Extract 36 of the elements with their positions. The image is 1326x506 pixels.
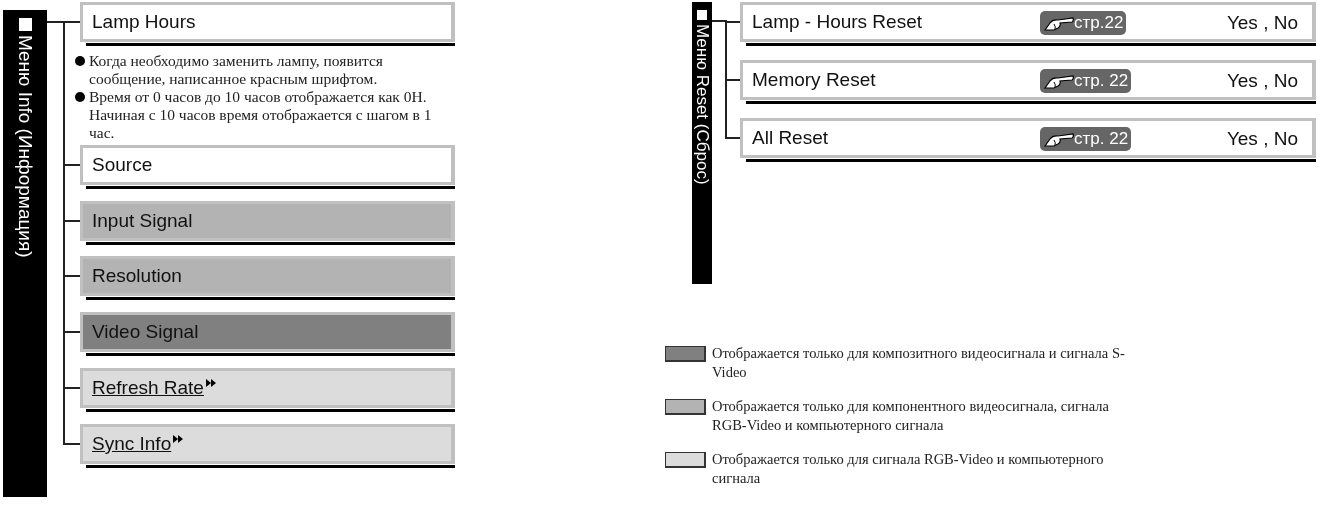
page-reference: стр. 22 — [1074, 129, 1129, 149]
legend-text: Отображается только для сигнала RGB-Video и компьютерного сигнала — [712, 450, 1105, 488]
menu-item-box — [80, 256, 455, 296]
connector-line — [711, 20, 741, 139]
menu-item-box — [80, 368, 455, 408]
menu-item-box — [80, 312, 455, 352]
menu-item-label: Refresh Rate — [92, 377, 204, 399]
menu-item-label: Input Signal — [92, 210, 193, 232]
menu-item-box — [80, 2, 455, 42]
legend-text: Отображается только для компонентного видеосигнала, сигнала RGB-Video и компьютерного сигнала — [712, 397, 1110, 435]
menu-title: Меню Reset (Сброс) — [693, 24, 711, 185]
menu-item-label: Resolution — [92, 265, 182, 287]
option-values: Yes , No — [1226, 12, 1298, 34]
menu-title: Меню Info (Информация) — [15, 35, 35, 258]
option-values: Yes , No — [1226, 70, 1298, 92]
page-reference: стр.22 — [1074, 13, 1124, 33]
note-text: Когда необходимо заменить лампу, появится сообщение, написанное красным шрифтом. — [89, 52, 383, 87]
page-reference: стр. 22 — [1074, 71, 1129, 91]
menu-item-box — [740, 2, 1316, 42]
legend-text: Отображается только для композитного видеосигнала и сигнала S-Video — [712, 344, 1126, 382]
menu-item-label: Lamp Hours — [92, 11, 196, 33]
menu-item-label: Video Signal — [92, 321, 199, 343]
menu-item-box — [80, 424, 455, 464]
menu-item-box — [80, 145, 455, 185]
note-text: Время от 0 часов до 10 часов отображается как 0H. Начиная с 10 часов время отображается с шагом в 1 час. — [89, 88, 432, 141]
menu-item-label: All Reset — [752, 127, 829, 149]
menu-item-label: Memory Reset — [752, 69, 876, 91]
menu-title-bar — [692, 2, 712, 284]
menu-item-label: Lamp - Hours Reset — [752, 11, 922, 33]
menu-item-box — [740, 60, 1316, 100]
menu-item-box — [740, 118, 1316, 158]
menu-item-label: Sync Info — [92, 433, 172, 455]
menu-title-bar — [3, 10, 47, 497]
menu-item-label: Source — [92, 154, 153, 176]
menu-item-box — [80, 201, 455, 241]
option-values: Yes , No — [1226, 128, 1298, 150]
